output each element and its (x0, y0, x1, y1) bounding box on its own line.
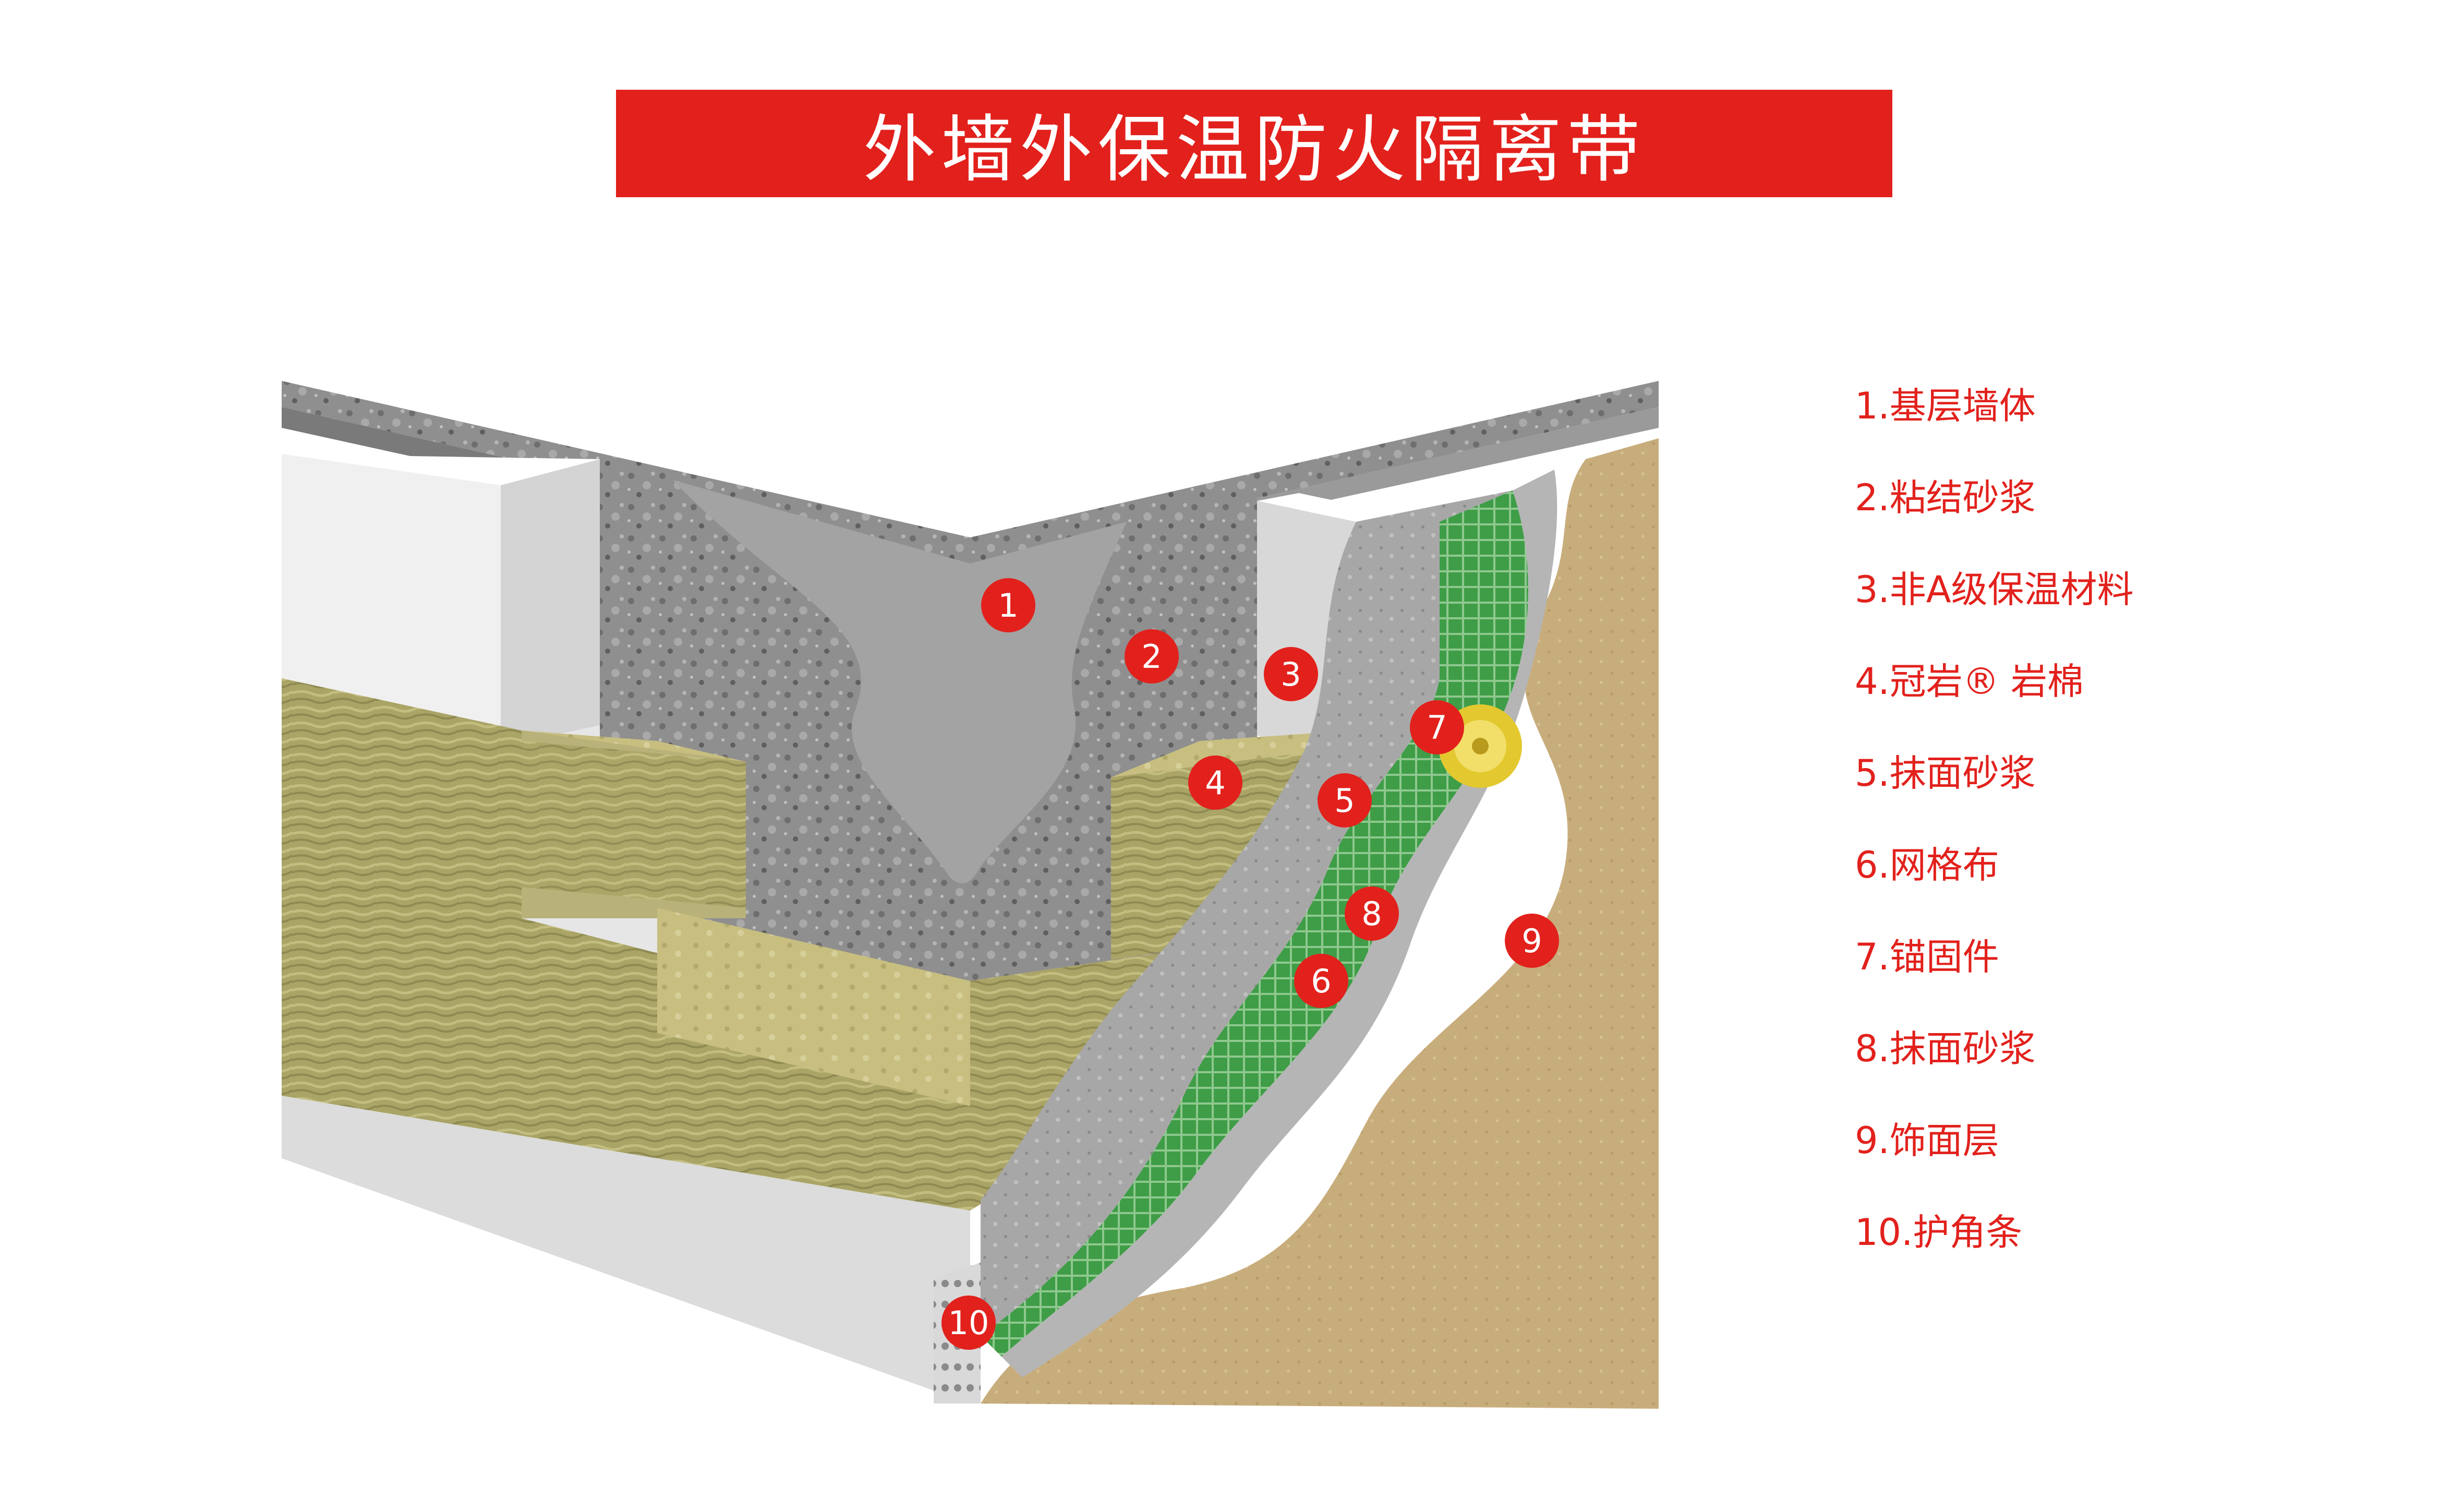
svg-text:8: 8 (1361, 895, 1382, 933)
marker-6: 6 (1294, 954, 1348, 1008)
marker-10: 10 (941, 1296, 996, 1350)
legend-item-7: 7.锚固件 (1855, 936, 1999, 978)
insulation-block-right-top (1257, 493, 1398, 522)
troweling-mortar (981, 490, 1513, 1336)
legend-item-6: 6.网格布 (1855, 844, 1999, 886)
svg-text:1: 1 (998, 586, 1018, 625)
rock-wool-right-top (1111, 730, 1356, 777)
marker-3: 3 (1264, 647, 1318, 701)
title-banner: 外墙外保温防火隔离带 (616, 90, 1892, 197)
svg-text:6: 6 (1311, 962, 1331, 1000)
insulation-face-left-lower (282, 1096, 970, 1404)
legend-item-8: 8.抹面砂浆 (1855, 1027, 2036, 1070)
svg-text:2: 2 (1141, 638, 1162, 676)
legend-item-9: 9.饰面层 (1855, 1119, 1999, 1162)
svg-text:5: 5 (1334, 782, 1355, 820)
marker-2: 2 (1125, 629, 1179, 683)
marker-4: 4 (1188, 756, 1242, 810)
marker-5: 5 (1318, 773, 1372, 828)
svg-text:4: 4 (1205, 764, 1225, 802)
legend-item-4: 4.冠岩® 岩棉 (1855, 660, 2084, 703)
legend-item-3: 3.非A级保温材料 (1855, 568, 2134, 611)
legend-item-5: 5.抹面砂浆 (1855, 752, 2036, 795)
marker-7: 7 (1410, 700, 1464, 754)
rock-wool-left-front (522, 741, 746, 908)
mesh-layer (981, 490, 1528, 1357)
legend: 1.基层墙体 2.粘结砂浆 3.非A级保温材料 4.冠岩® 岩棉 5.抹面砂浆 … (1855, 377, 2376, 1295)
rock-wool-left (282, 678, 970, 1210)
svg-text:9: 9 (1521, 922, 1542, 960)
diagram-title: 外墙外保温防火隔离带 (863, 107, 1646, 193)
legend-item-10: 10.护角条 (1855, 1211, 2023, 1254)
insulation-block-left-front (282, 454, 501, 746)
svg-text:10: 10 (948, 1304, 989, 1342)
marker-1: 1 (981, 578, 1035, 632)
legend-item-2: 2.粘结砂浆 (1855, 476, 2036, 519)
marker-9: 9 (1505, 914, 1559, 968)
svg-text:3: 3 (1281, 655, 1301, 693)
legend-item-1: 1.基层墙体 (1855, 385, 2036, 427)
finish-layer (981, 438, 1659, 1409)
insulation-block-left-side (501, 459, 600, 746)
svg-text:7: 7 (1427, 709, 1447, 747)
marker-8: 8 (1345, 886, 1399, 941)
